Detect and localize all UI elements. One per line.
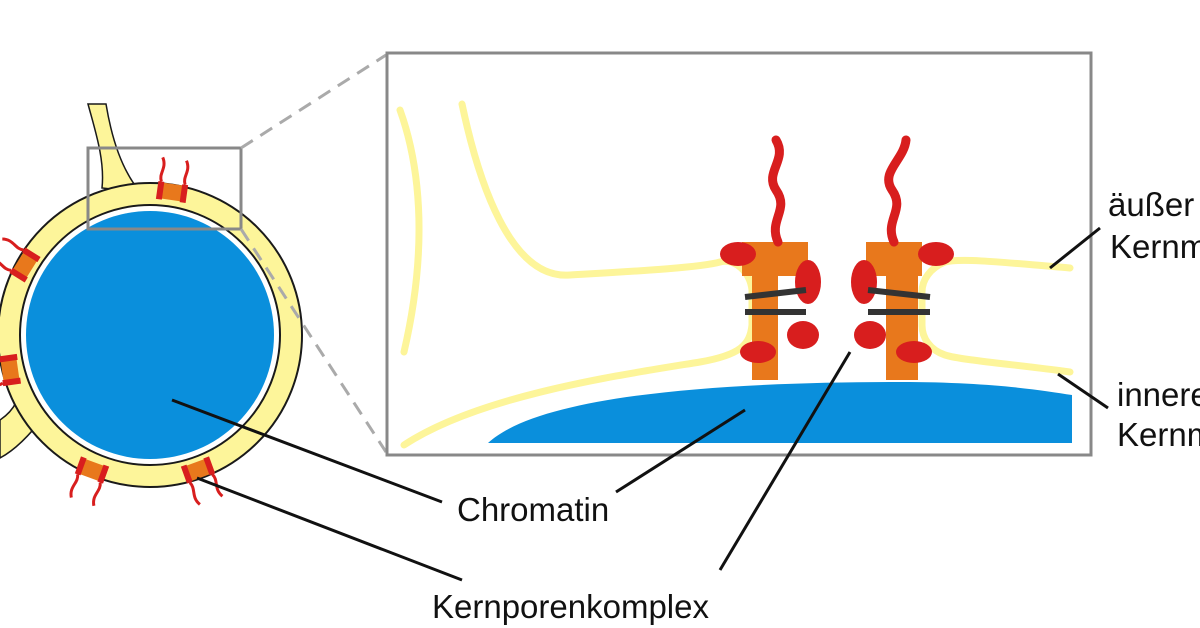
spoke-left-lower [787,321,819,349]
pore-small-2 [0,237,41,283]
label-inner-membrane-line1: innere [1117,376,1200,413]
leader-npc-right [718,351,852,571]
cytoplasmic-ring-left [720,242,756,266]
leader-npc-left [196,476,463,582]
inner-membrane-right [918,321,1074,376]
leader-inner-membrane [1057,372,1109,410]
channel-bars [744,287,931,315]
label-inner-membrane-line2: Kernm [1117,416,1200,453]
nucleus-overview [0,103,303,507]
zoom-connector-top [240,53,387,150]
spoke-right-lower [854,321,886,349]
pore-small-3 [0,353,22,390]
nuclear-ring-right [896,341,932,363]
pore-small-4 [69,456,110,507]
leader-chromatin-left [171,398,443,504]
er-line-left [396,106,423,356]
zoom-detail [385,51,1093,457]
chromatin-body [26,211,274,459]
zoom-selection-box [86,146,243,231]
label-outer-membrane-line1: äußer [1108,186,1195,223]
filament-left [768,135,786,247]
spoke-right-upper [851,260,877,304]
leader-chromatin-right [615,408,746,494]
label-outer-membrane-line2: Kernm [1110,228,1200,265]
filament-right [884,135,911,247]
label-nuclear-pore-complex: Kernporenkomplex [432,588,709,625]
leader-outer-membrane [1049,226,1101,270]
chromatin-detail [488,382,1072,443]
inner-membrane-left [400,321,756,449]
label-chromatin: Chromatin [457,491,610,528]
pore-ring-top-right [866,242,922,276]
cytoplasmic-ring-right [918,242,954,266]
nuclear-ring-left [740,341,776,363]
spoke-left-upper [795,260,821,304]
pore-small-1 [155,156,190,204]
